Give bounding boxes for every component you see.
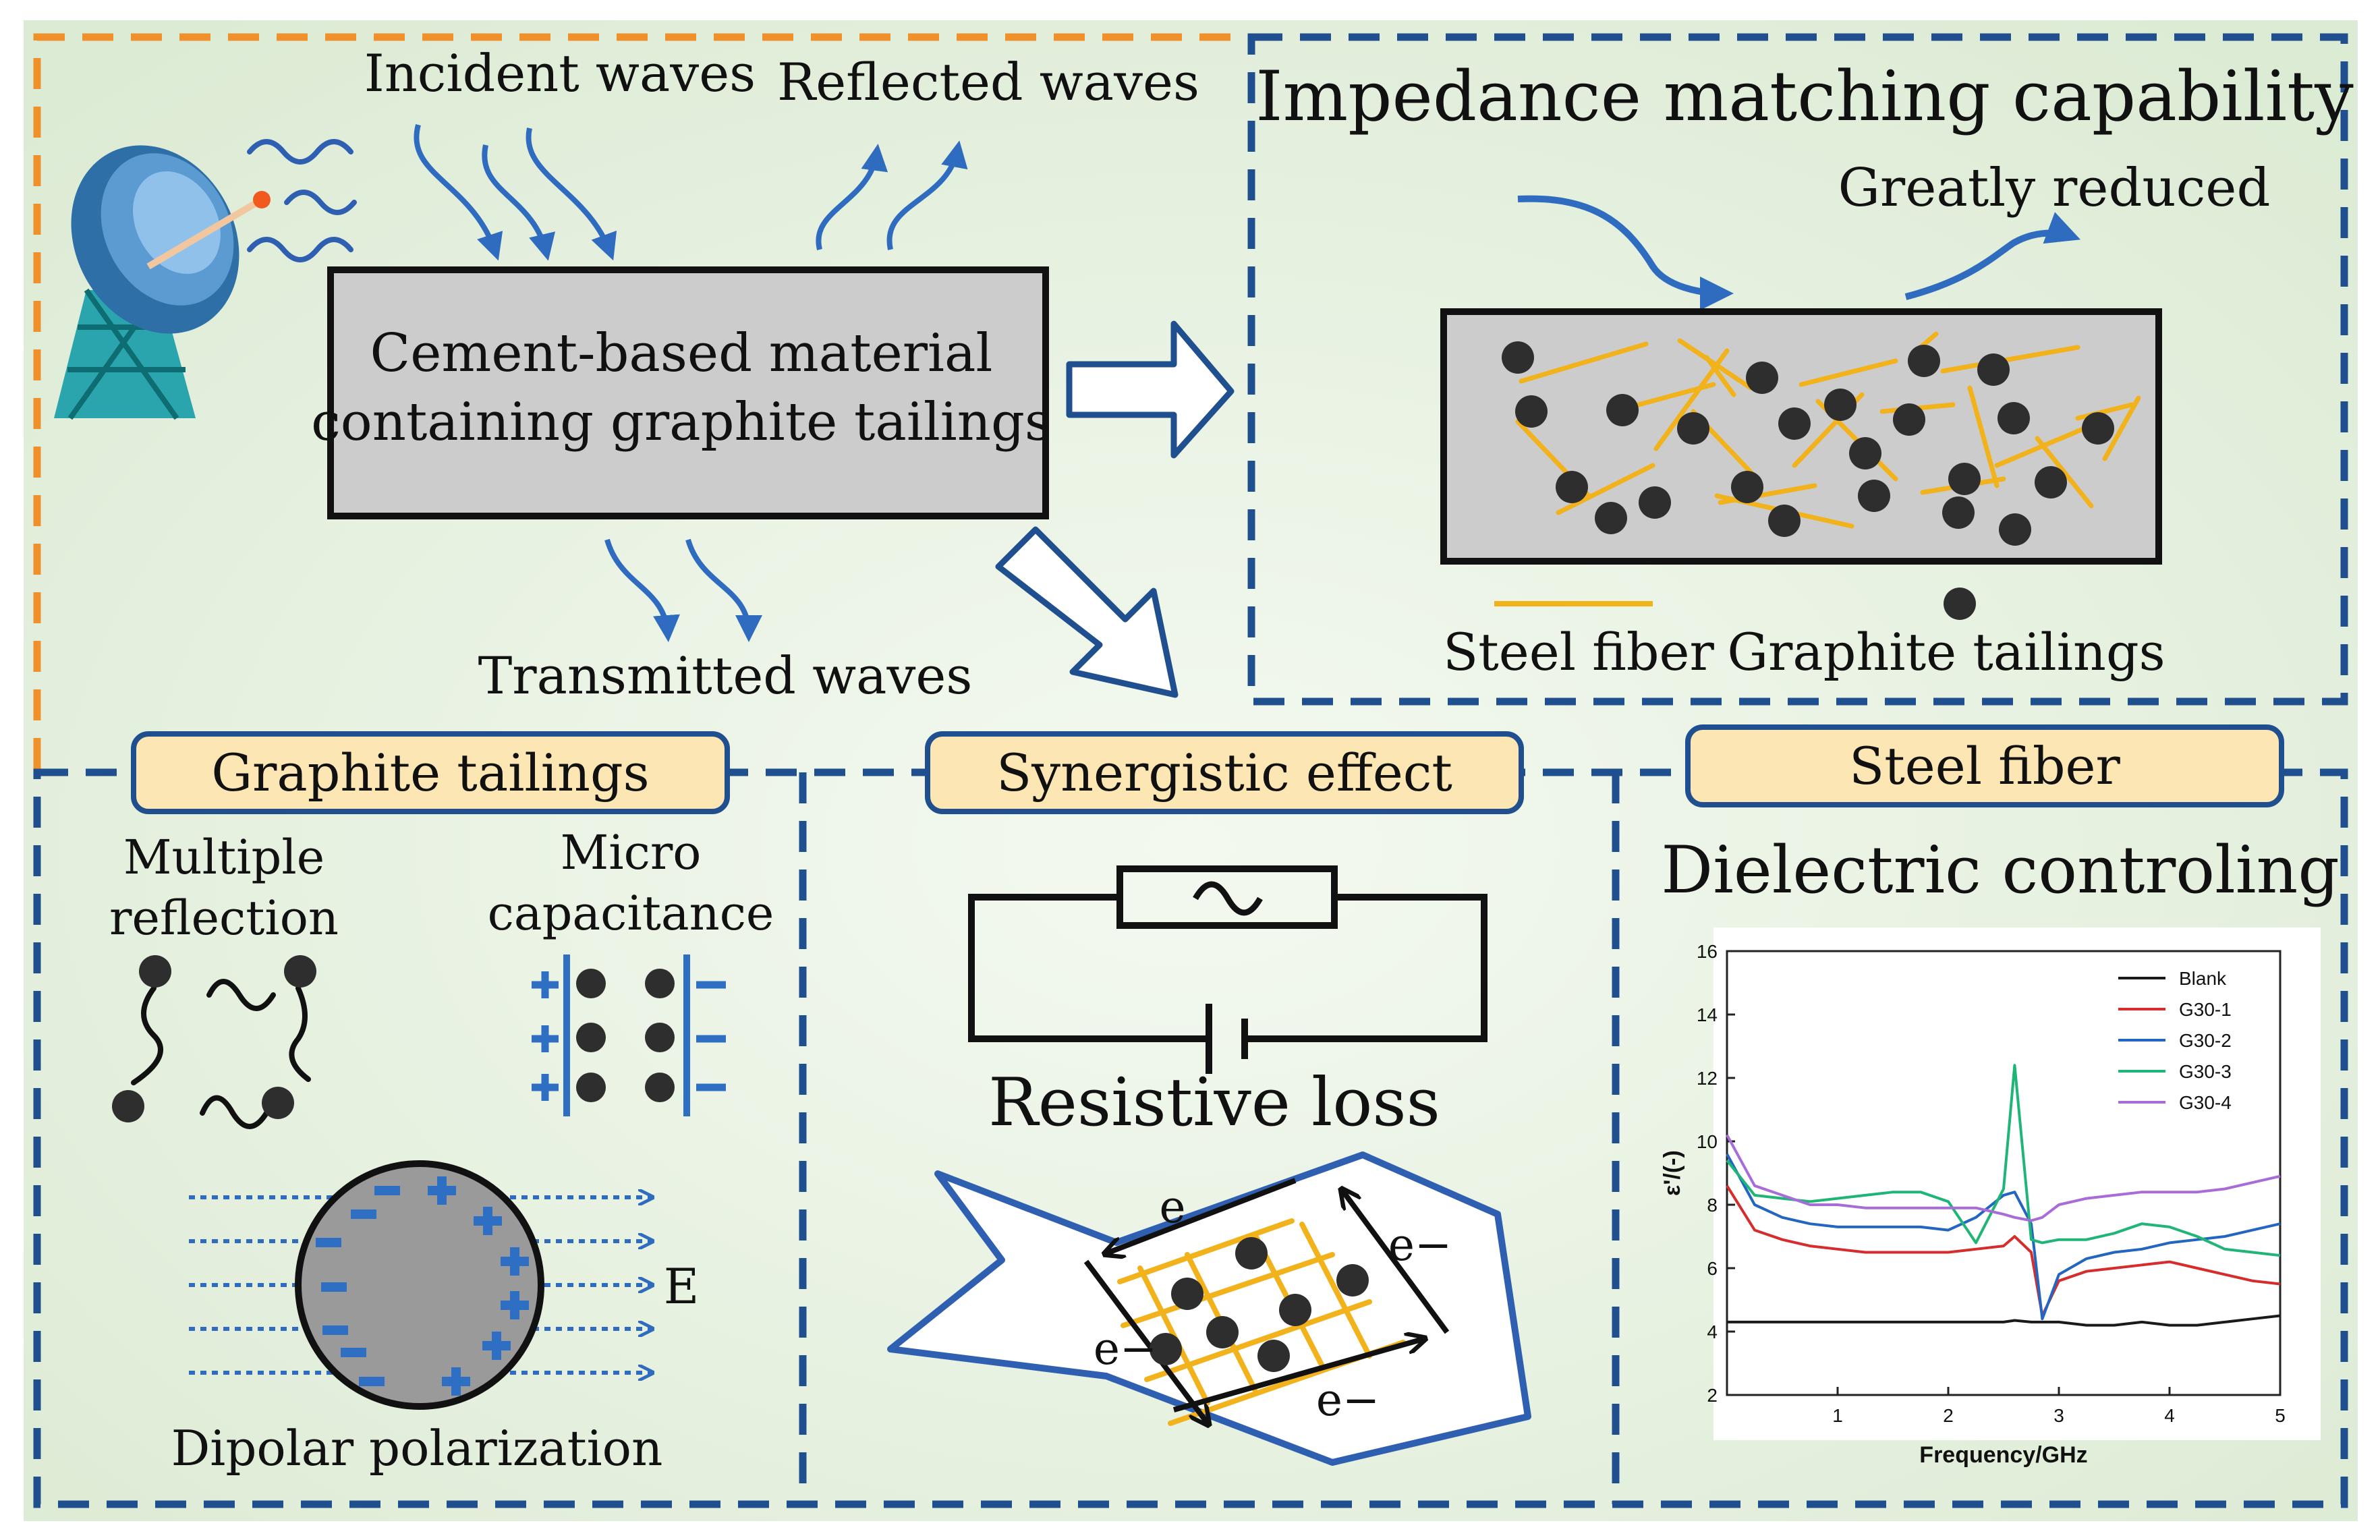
graphite-tailings-header-label: Graphite tailings <box>211 743 649 803</box>
series-line-g30-4 <box>1726 1134 2281 1222</box>
y-tick-label: 14 <box>1697 1004 1718 1025</box>
satellite-dish-icon <box>54 145 271 420</box>
incident-waves-label: Incident waves <box>364 43 756 103</box>
x-tick-label: 5 <box>2275 1405 2286 1426</box>
conductive-network-outline <box>887 1151 1531 1466</box>
chart-panel <box>1713 928 2321 1440</box>
micro-capacitance-line1: Micro <box>561 825 702 880</box>
right-block-arrow <box>1066 320 1235 459</box>
legend-label-g30-4: G30-4 <box>2179 1092 2232 1113</box>
chart-plot-frame <box>1726 950 2282 1396</box>
incident-arrows <box>414 123 617 261</box>
series-line-g30-3 <box>1726 1064 2281 1257</box>
steel-fiber-header-label: Steel fiber <box>1849 736 2120 796</box>
impedance-incident-arrow <box>1517 195 1734 310</box>
y-tick-label: 4 <box>1707 1321 1718 1342</box>
bottom-frame <box>33 768 2348 1508</box>
electric-field-label: E <box>664 1258 700 1315</box>
transmitted-waves-label: Transmitted waves <box>478 646 973 706</box>
material-line1: Cement-based material <box>370 323 993 384</box>
x-tick-label: 4 <box>2164 1405 2175 1426</box>
micro-capacitor-diagram <box>532 954 726 1116</box>
legend-label-g30-3: G30-3 <box>2179 1061 2232 1082</box>
legend-label-g30-2: G30-2 <box>2179 1030 2232 1051</box>
y-tick-label: 10 <box>1697 1131 1718 1152</box>
micro-capacitance-line2: capacitance <box>488 886 774 941</box>
multiple-reflection-line2: reflection <box>109 890 339 946</box>
y-tick-label: 16 <box>1697 941 1718 962</box>
down-right-block-arrow <box>995 526 1179 698</box>
greatly-reduced-label: Greatly reduced <box>1838 158 2271 219</box>
orange-frame <box>33 33 1248 769</box>
legend-graphite-swatch <box>1944 588 1976 620</box>
steel-fiber-header <box>1685 724 2284 807</box>
dipolar-polarization-diagram <box>189 1160 651 1410</box>
resistive-loss-label: Resistive loss <box>988 1064 1440 1141</box>
impedance-title: Impedance matching capability <box>1255 57 2354 137</box>
dielectric-controling-title: Dielectric controling <box>1661 832 2340 908</box>
electron-label-2: e− <box>1388 1219 1452 1271</box>
transmitted-arrows <box>604 538 762 642</box>
synergistic-effect-header-label: Synergistic effect <box>996 743 1452 803</box>
dipolar-polarization-label: Dipolar polarization <box>171 1420 663 1477</box>
top-right-frame <box>1247 33 2348 706</box>
x-tick-label: 2 <box>1943 1405 1954 1426</box>
legend-steel-fiber-label: Steel fiber <box>1443 622 1714 682</box>
cement-material-box <box>327 266 1049 519</box>
reflected-arrows <box>816 140 968 250</box>
material-line2: containing graphite tailings <box>311 392 1052 453</box>
emitted-wave-lines <box>247 139 357 262</box>
x-axis-label: Frequency/GHz <box>1919 1442 2087 1468</box>
electron-label-4: e− <box>1316 1374 1380 1426</box>
y-axis-label: ε'/(-) <box>1660 1150 1685 1196</box>
y-tick-label: 12 <box>1697 1068 1718 1089</box>
network-graphite-particles <box>1150 1237 1369 1372</box>
x-tick-label: 3 <box>2053 1405 2064 1426</box>
electron-label-1: e <box>1159 1181 1185 1233</box>
electron-path-arrows <box>1083 1178 1450 1423</box>
series-line-g30-2 <box>1726 1153 2281 1321</box>
graphite-particles <box>1502 341 2114 546</box>
circuit-diagram <box>968 865 1488 1074</box>
synergistic-effect-header <box>925 731 1524 814</box>
multiple-reflection-line1: Multiple <box>123 830 324 885</box>
graphite-tailings-header <box>131 731 730 814</box>
series-line-blank <box>1727 1314 2281 1327</box>
legend-label-blank: Blank <box>2179 968 2227 989</box>
series-line-g30-1 <box>1726 1185 2281 1317</box>
y-tick-label: 8 <box>1707 1195 1718 1216</box>
reflected-waves-label: Reflected waves <box>777 52 1199 112</box>
y-tick-label: 6 <box>1707 1258 1718 1279</box>
multiple-reflection-diagram <box>112 955 316 1129</box>
impedance-reflected-arrow <box>1904 212 2081 300</box>
electron-label-3: e− <box>1094 1323 1157 1375</box>
legend-label-g30-1: G30-1 <box>2179 999 2232 1020</box>
y-tick-label: 2 <box>1707 1385 1718 1406</box>
x-tick-label: 1 <box>1832 1405 1843 1426</box>
legend-graphite-label: Graphite tailings <box>1727 622 2165 682</box>
